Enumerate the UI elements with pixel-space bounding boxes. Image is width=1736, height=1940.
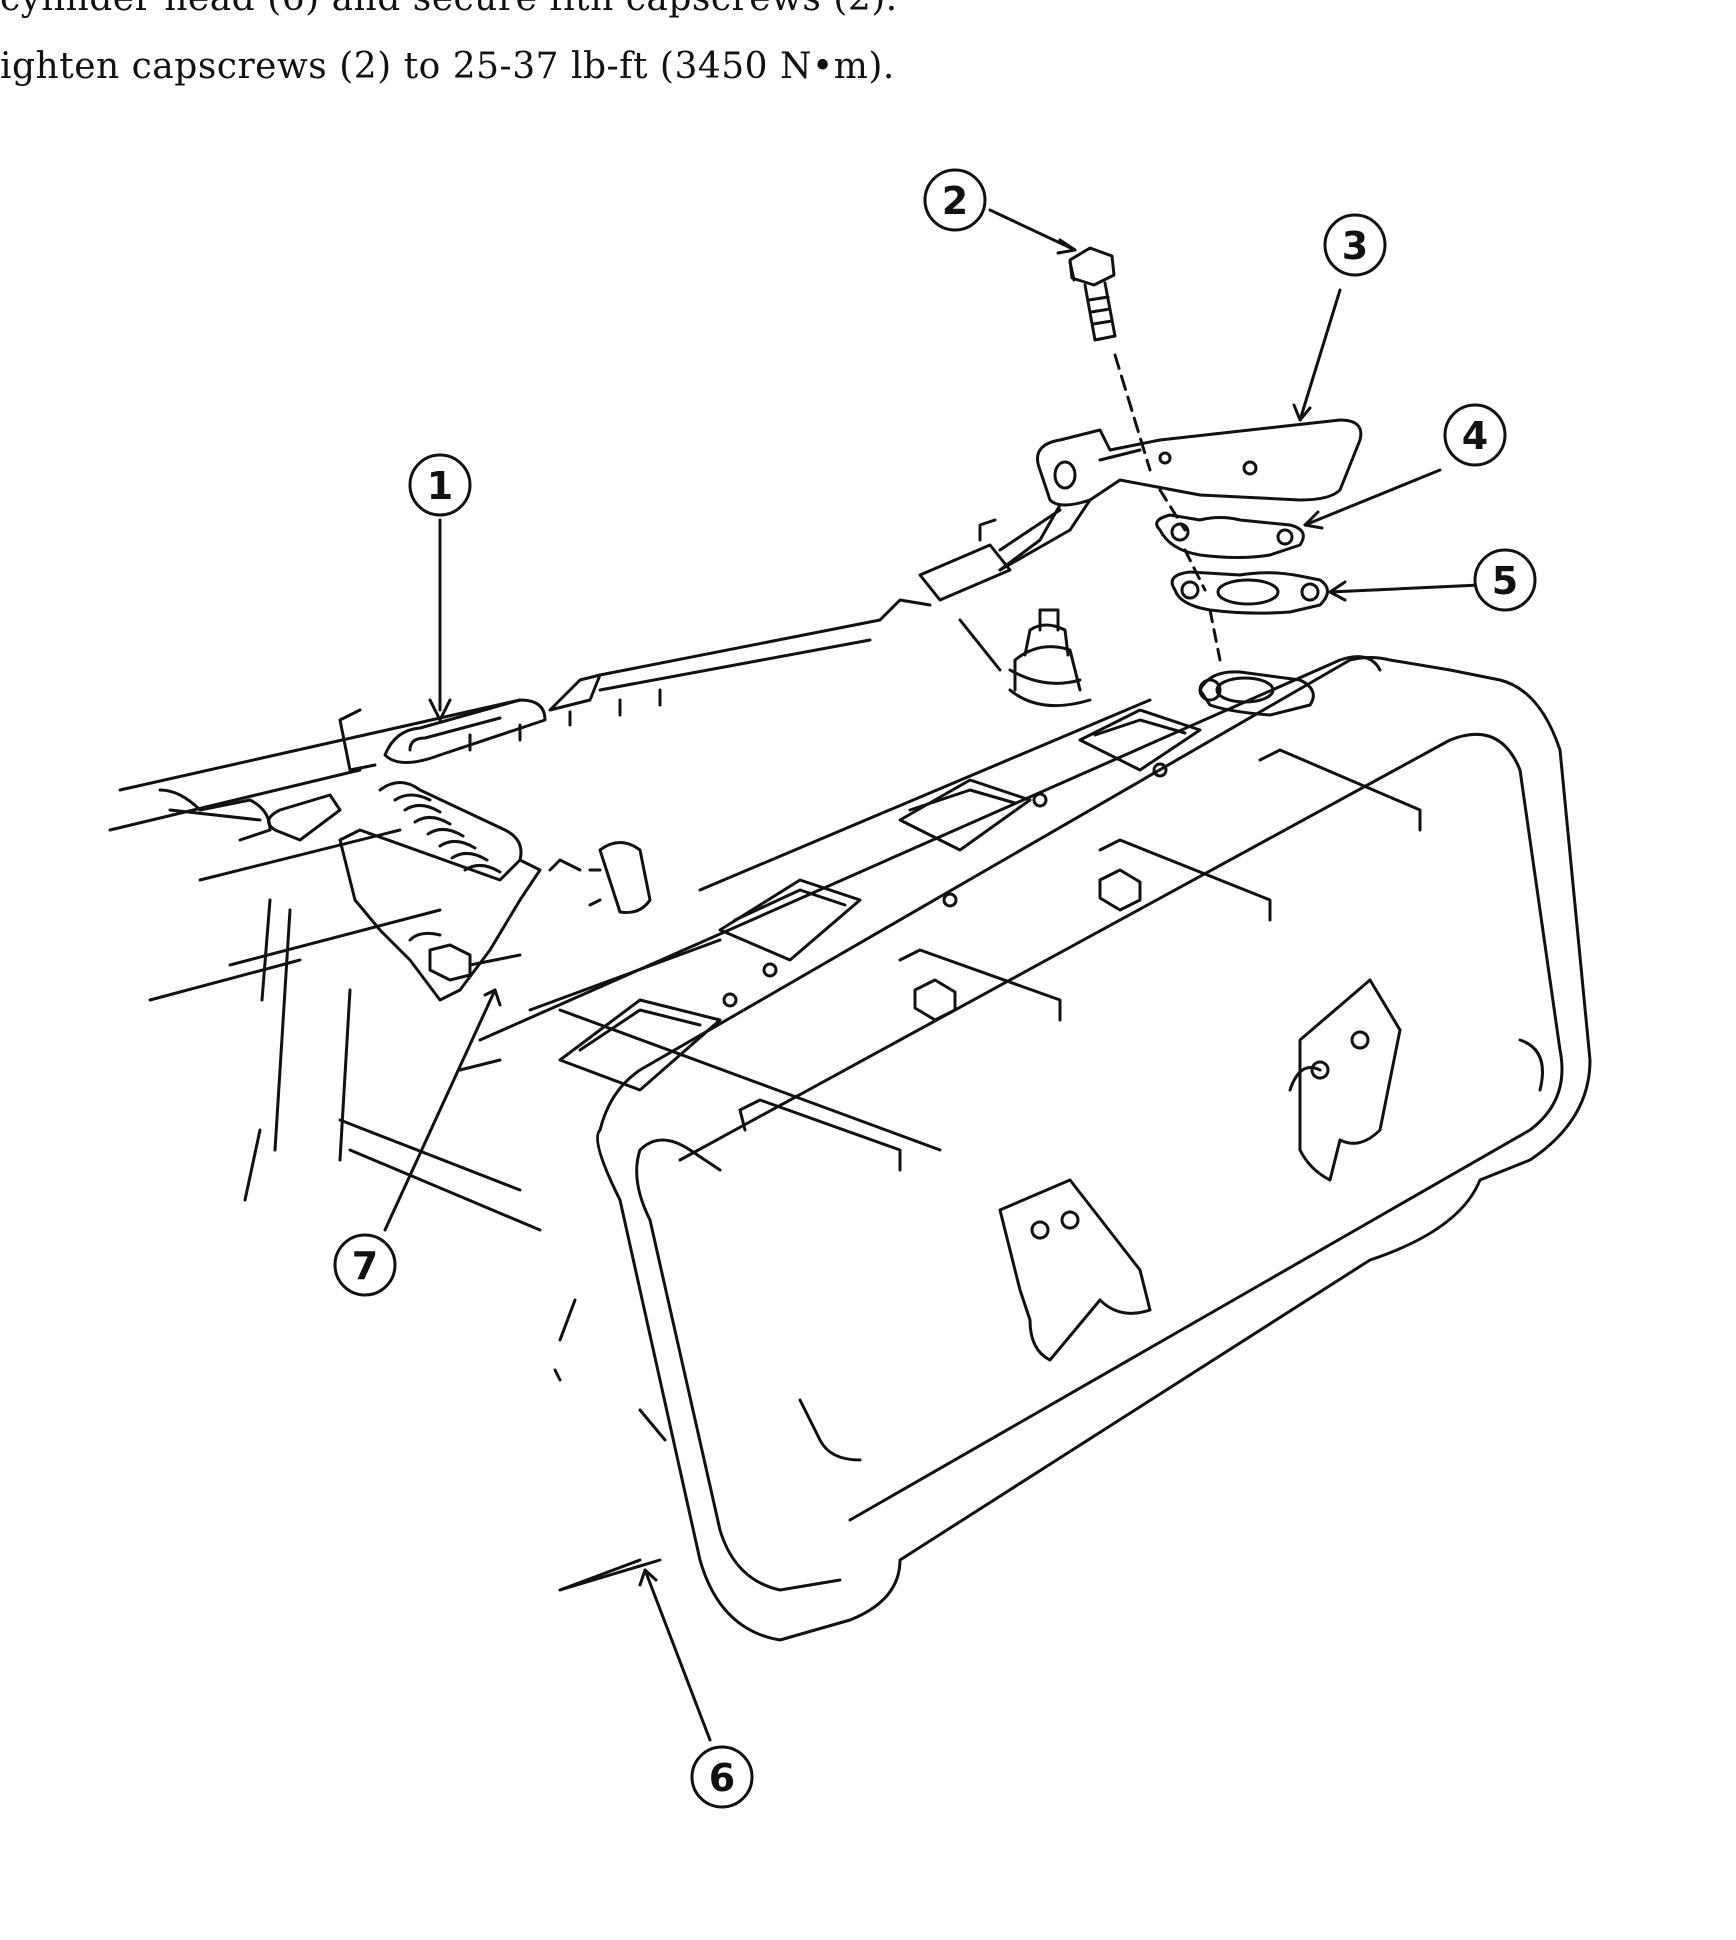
leader-lines — [383, 208, 1482, 1742]
spring-stud-assembly-7 — [158, 781, 652, 1002]
callout-6-label: 6 — [709, 1756, 735, 1800]
instruction-step-line: cylinder head (6) and secure fith capscr… — [0, 0, 898, 19]
throttle-bracket-3 — [998, 418, 1363, 572]
callout-7-label: 7 — [352, 1244, 378, 1288]
callout-5-label: 5 — [1492, 559, 1518, 603]
gasket-4 — [1155, 513, 1305, 559]
callout-4-label: 4 — [1462, 414, 1488, 458]
callout-3: 3 — [1323, 213, 1387, 277]
callout-6: 6 — [690, 1745, 754, 1809]
throttle-linkage-rod-1 — [338, 508, 1072, 772]
rocker-cover-6 — [596, 656, 1592, 1642]
callout-4: 4 — [1443, 403, 1507, 467]
callout-1: 1 — [408, 453, 472, 517]
callout-2: 2 — [923, 168, 987, 232]
manifold-gasket-surface — [458, 655, 1382, 1092]
callout-7: 7 — [333, 1233, 397, 1297]
torque-instruction-line: ighten capscrews (2) to 25-37 lb-ft (345… — [0, 46, 895, 87]
oil-filler-cap — [958, 608, 1092, 708]
gasket-5 — [1170, 570, 1329, 615]
callout-5: 5 — [1473, 548, 1537, 612]
callout-2-label: 2 — [942, 179, 968, 223]
callout-1-label: 1 — [427, 464, 453, 508]
callout-3-label: 3 — [1342, 224, 1368, 268]
capscrew-2 — [1068, 246, 1222, 662]
instruction-text: cylinder head (6) and secure fith capscr… — [0, 0, 1736, 110]
engine-block-outline — [108, 698, 942, 1592]
